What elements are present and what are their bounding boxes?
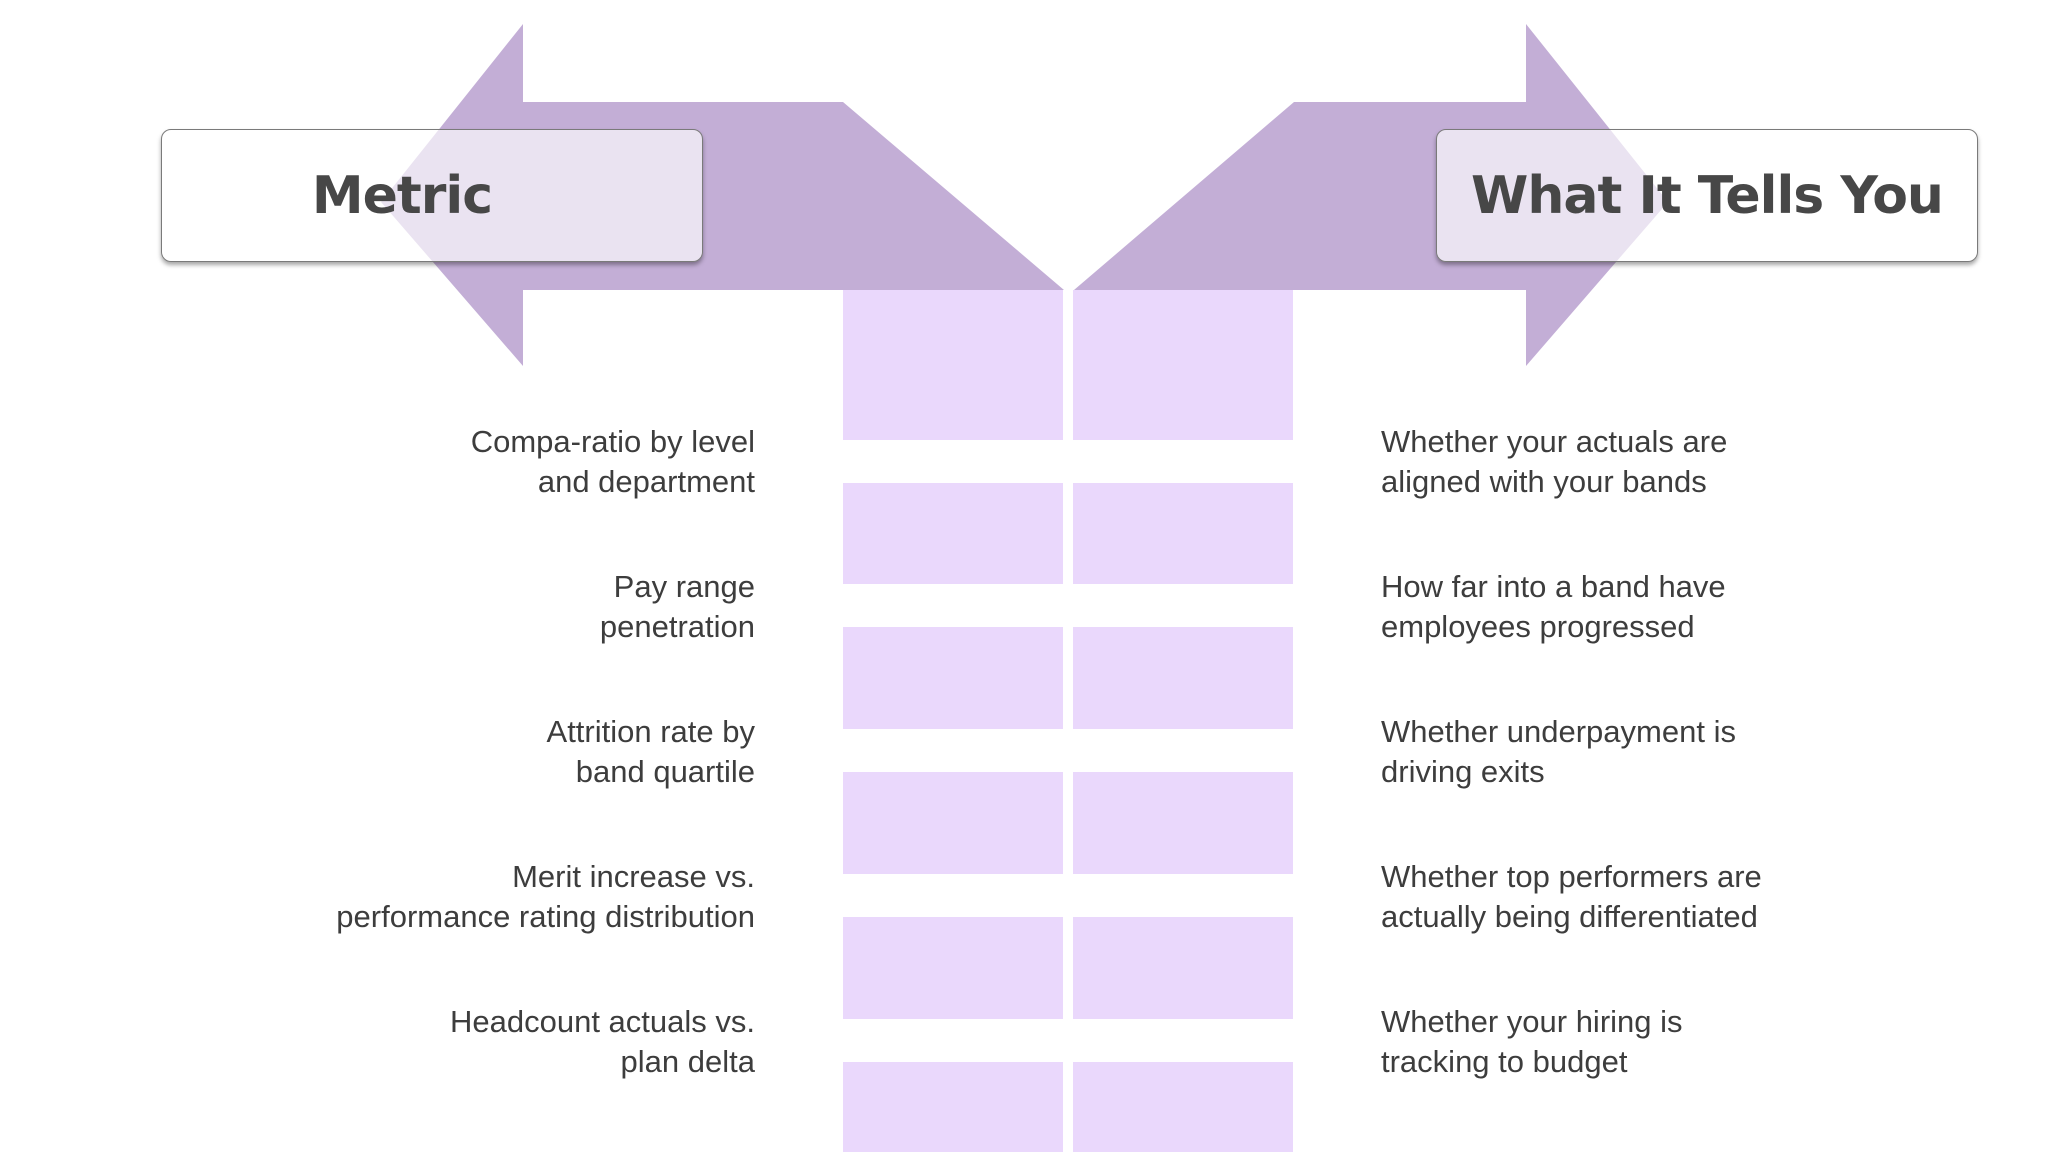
metric-header: Metric (161, 129, 703, 262)
metric-line: penetration (599, 609, 755, 644)
metric-item: Pay range penetration (600, 567, 755, 647)
column-block (843, 1062, 1063, 1152)
meaning-line: How far into a band have (1381, 569, 1726, 604)
meaning-header-label: What It Tells You (1471, 165, 1944, 226)
metric-line: Merit increase vs. (512, 859, 755, 894)
column-block (1073, 627, 1293, 729)
meaning-line: Whether underpayment is (1381, 714, 1736, 749)
meaning-line: Whether your actuals are (1381, 424, 1728, 459)
column-block (1073, 483, 1293, 584)
metric-line: Compa-ratio by level (470, 424, 755, 459)
column-block (1073, 290, 1293, 440)
column-block (843, 627, 1063, 729)
meaning-item: Whether top performers are actually bein… (1381, 857, 1762, 937)
column-block (843, 290, 1063, 440)
right-arrow (1074, 24, 1668, 366)
meaning-header: What It Tells You (1436, 129, 1978, 262)
meaning-line: aligned with your bands (1381, 464, 1707, 499)
meaning-item: Whether underpayment is driving exits (1381, 712, 1736, 792)
column-block (843, 917, 1063, 1019)
metric-line: Pay range (613, 569, 755, 604)
metric-line: Headcount actuals vs. (449, 1004, 755, 1039)
metric-line: performance rating distribution (336, 899, 755, 934)
meaning-item: How far into a band have employees progr… (1381, 567, 1726, 647)
meaning-line: Whether your hiring is (1381, 1004, 1683, 1039)
metric-line: plan delta (620, 1044, 755, 1079)
metric-line: and department (537, 464, 755, 499)
metric-item: Headcount actuals vs. plan delta (450, 1002, 755, 1082)
column-block (843, 772, 1063, 874)
meaning-line: Whether top performers are (1381, 859, 1762, 894)
meaning-item: Whether your actuals are aligned with yo… (1381, 422, 1727, 502)
metric-item: Compa-ratio by level and department (471, 422, 755, 502)
metric-line: Attrition rate by (546, 714, 755, 749)
column-block (1073, 1062, 1293, 1152)
column-blocks (843, 290, 1293, 1152)
meaning-item: Whether your hiring is tracking to budge… (1381, 1002, 1683, 1082)
meaning-line: driving exits (1381, 754, 1545, 789)
meaning-line: tracking to budget (1381, 1044, 1628, 1079)
metric-item: Merit increase vs. performance rating di… (336, 857, 755, 937)
meaning-line: actually being differentiated (1381, 899, 1758, 934)
metric-header-label: Metric (311, 165, 493, 226)
column-block (1073, 917, 1293, 1019)
column-block (1073, 772, 1293, 874)
meaning-line: employees progressed (1381, 609, 1695, 644)
metric-line: band quartile (575, 754, 755, 789)
column-block (843, 483, 1063, 584)
left-arrow (381, 24, 1064, 366)
metric-item: Attrition rate by band quartile (547, 712, 755, 792)
